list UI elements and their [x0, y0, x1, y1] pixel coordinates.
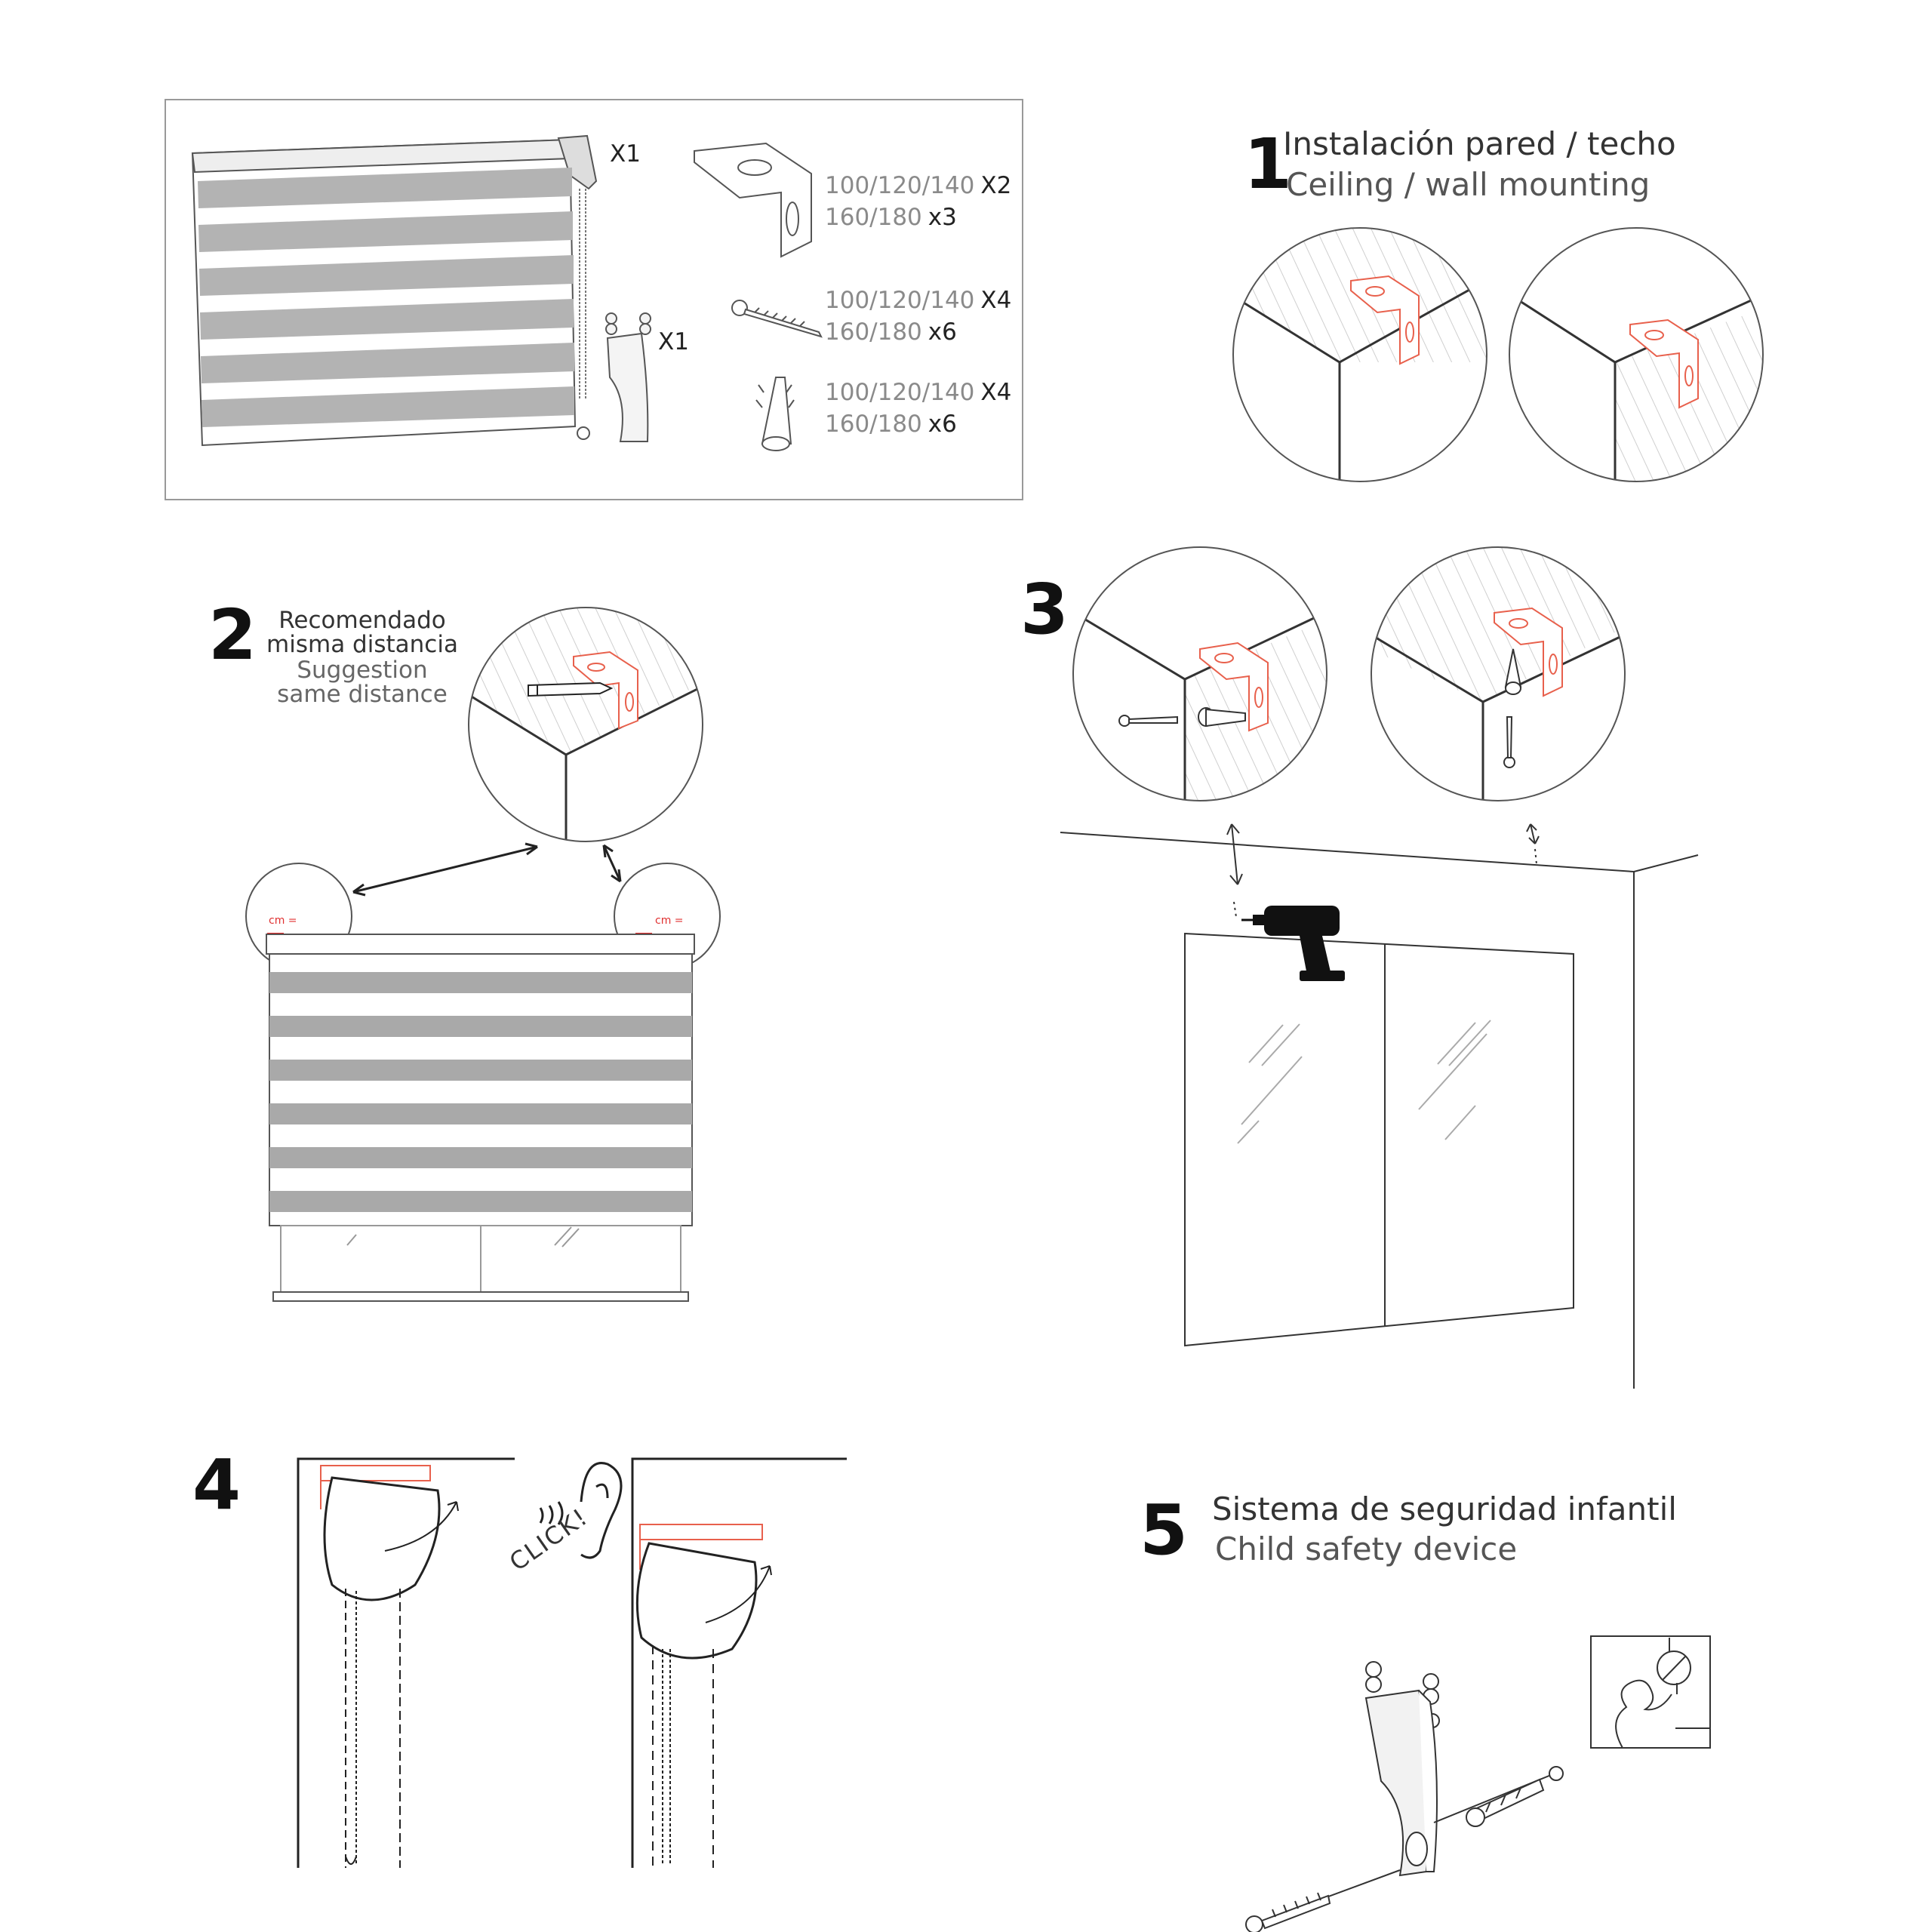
no-children-warning-icon [1590, 1635, 1711, 1749]
bracket-qty-a: X2 [980, 172, 1012, 199]
step1-title-es: Instalación pared / techo [1283, 125, 1676, 162]
plug-sizes-a: 100/120/140 [825, 379, 975, 406]
screw-sizes-b: 160/180 [825, 318, 922, 346]
step2-line2: misma distancia [266, 631, 458, 658]
step2-line1: Recomendado [278, 607, 446, 634]
step3-wall-detail [1072, 546, 1327, 801]
screw-sizes-a: 100/120/140 [825, 287, 975, 314]
plug-sizes-b: 160/180 [825, 411, 922, 438]
step1-ceiling-detail [1232, 227, 1487, 482]
step3-number: 3 [1020, 569, 1069, 650]
safety-device-part [605, 312, 651, 442]
step3-ceiling-detail [1371, 546, 1626, 801]
cm-label-right: cm = [655, 915, 684, 927]
screw-qty-b: x6 [928, 318, 957, 346]
safety-device-quantity: X1 [658, 328, 689, 355]
bracket-qty-b: x3 [928, 204, 957, 231]
bracket-sizes-a: 100/120/140 [825, 172, 975, 199]
screw-part [731, 300, 823, 338]
blind-quantity: X1 [610, 140, 641, 168]
step4-number: 4 [192, 1444, 242, 1525]
ear-icon [539, 1462, 623, 1559]
step5-number: 5 [1140, 1490, 1189, 1571]
step1-number: 1 [1244, 124, 1293, 205]
parts-box [165, 99, 1023, 500]
plug-qty-b: x6 [928, 411, 957, 438]
step4-right-install [631, 1457, 847, 1868]
plug-part [755, 377, 795, 451]
step2-line4: same distance [277, 681, 448, 708]
step2-line3: Suggestion [297, 657, 428, 684]
step1-title-en: Ceiling / wall mounting [1286, 166, 1651, 203]
step1-wall-detail [1509, 227, 1764, 482]
drill-icon [1241, 906, 1345, 981]
bracket-part [694, 142, 812, 258]
step2-number: 2 [208, 595, 257, 675]
bracket-sizes-b: 160/180 [825, 204, 922, 231]
step4-left-install [297, 1457, 515, 1868]
plug-qty-a: X4 [980, 379, 1012, 406]
step3-room [1060, 823, 1699, 1389]
screw-qty-a: X4 [980, 287, 1012, 314]
step5-title-en: Child safety device [1215, 1531, 1518, 1567]
step5-safety-device [1245, 1661, 1564, 1932]
blind-illustration [191, 134, 598, 447]
cm-label-left: cm = [269, 915, 297, 927]
step5-title-es: Sistema de seguridad infantil [1212, 1491, 1677, 1527]
step2-arrows [352, 842, 622, 897]
step2-detail-circle [468, 607, 703, 842]
step2-blind [245, 863, 721, 1302]
